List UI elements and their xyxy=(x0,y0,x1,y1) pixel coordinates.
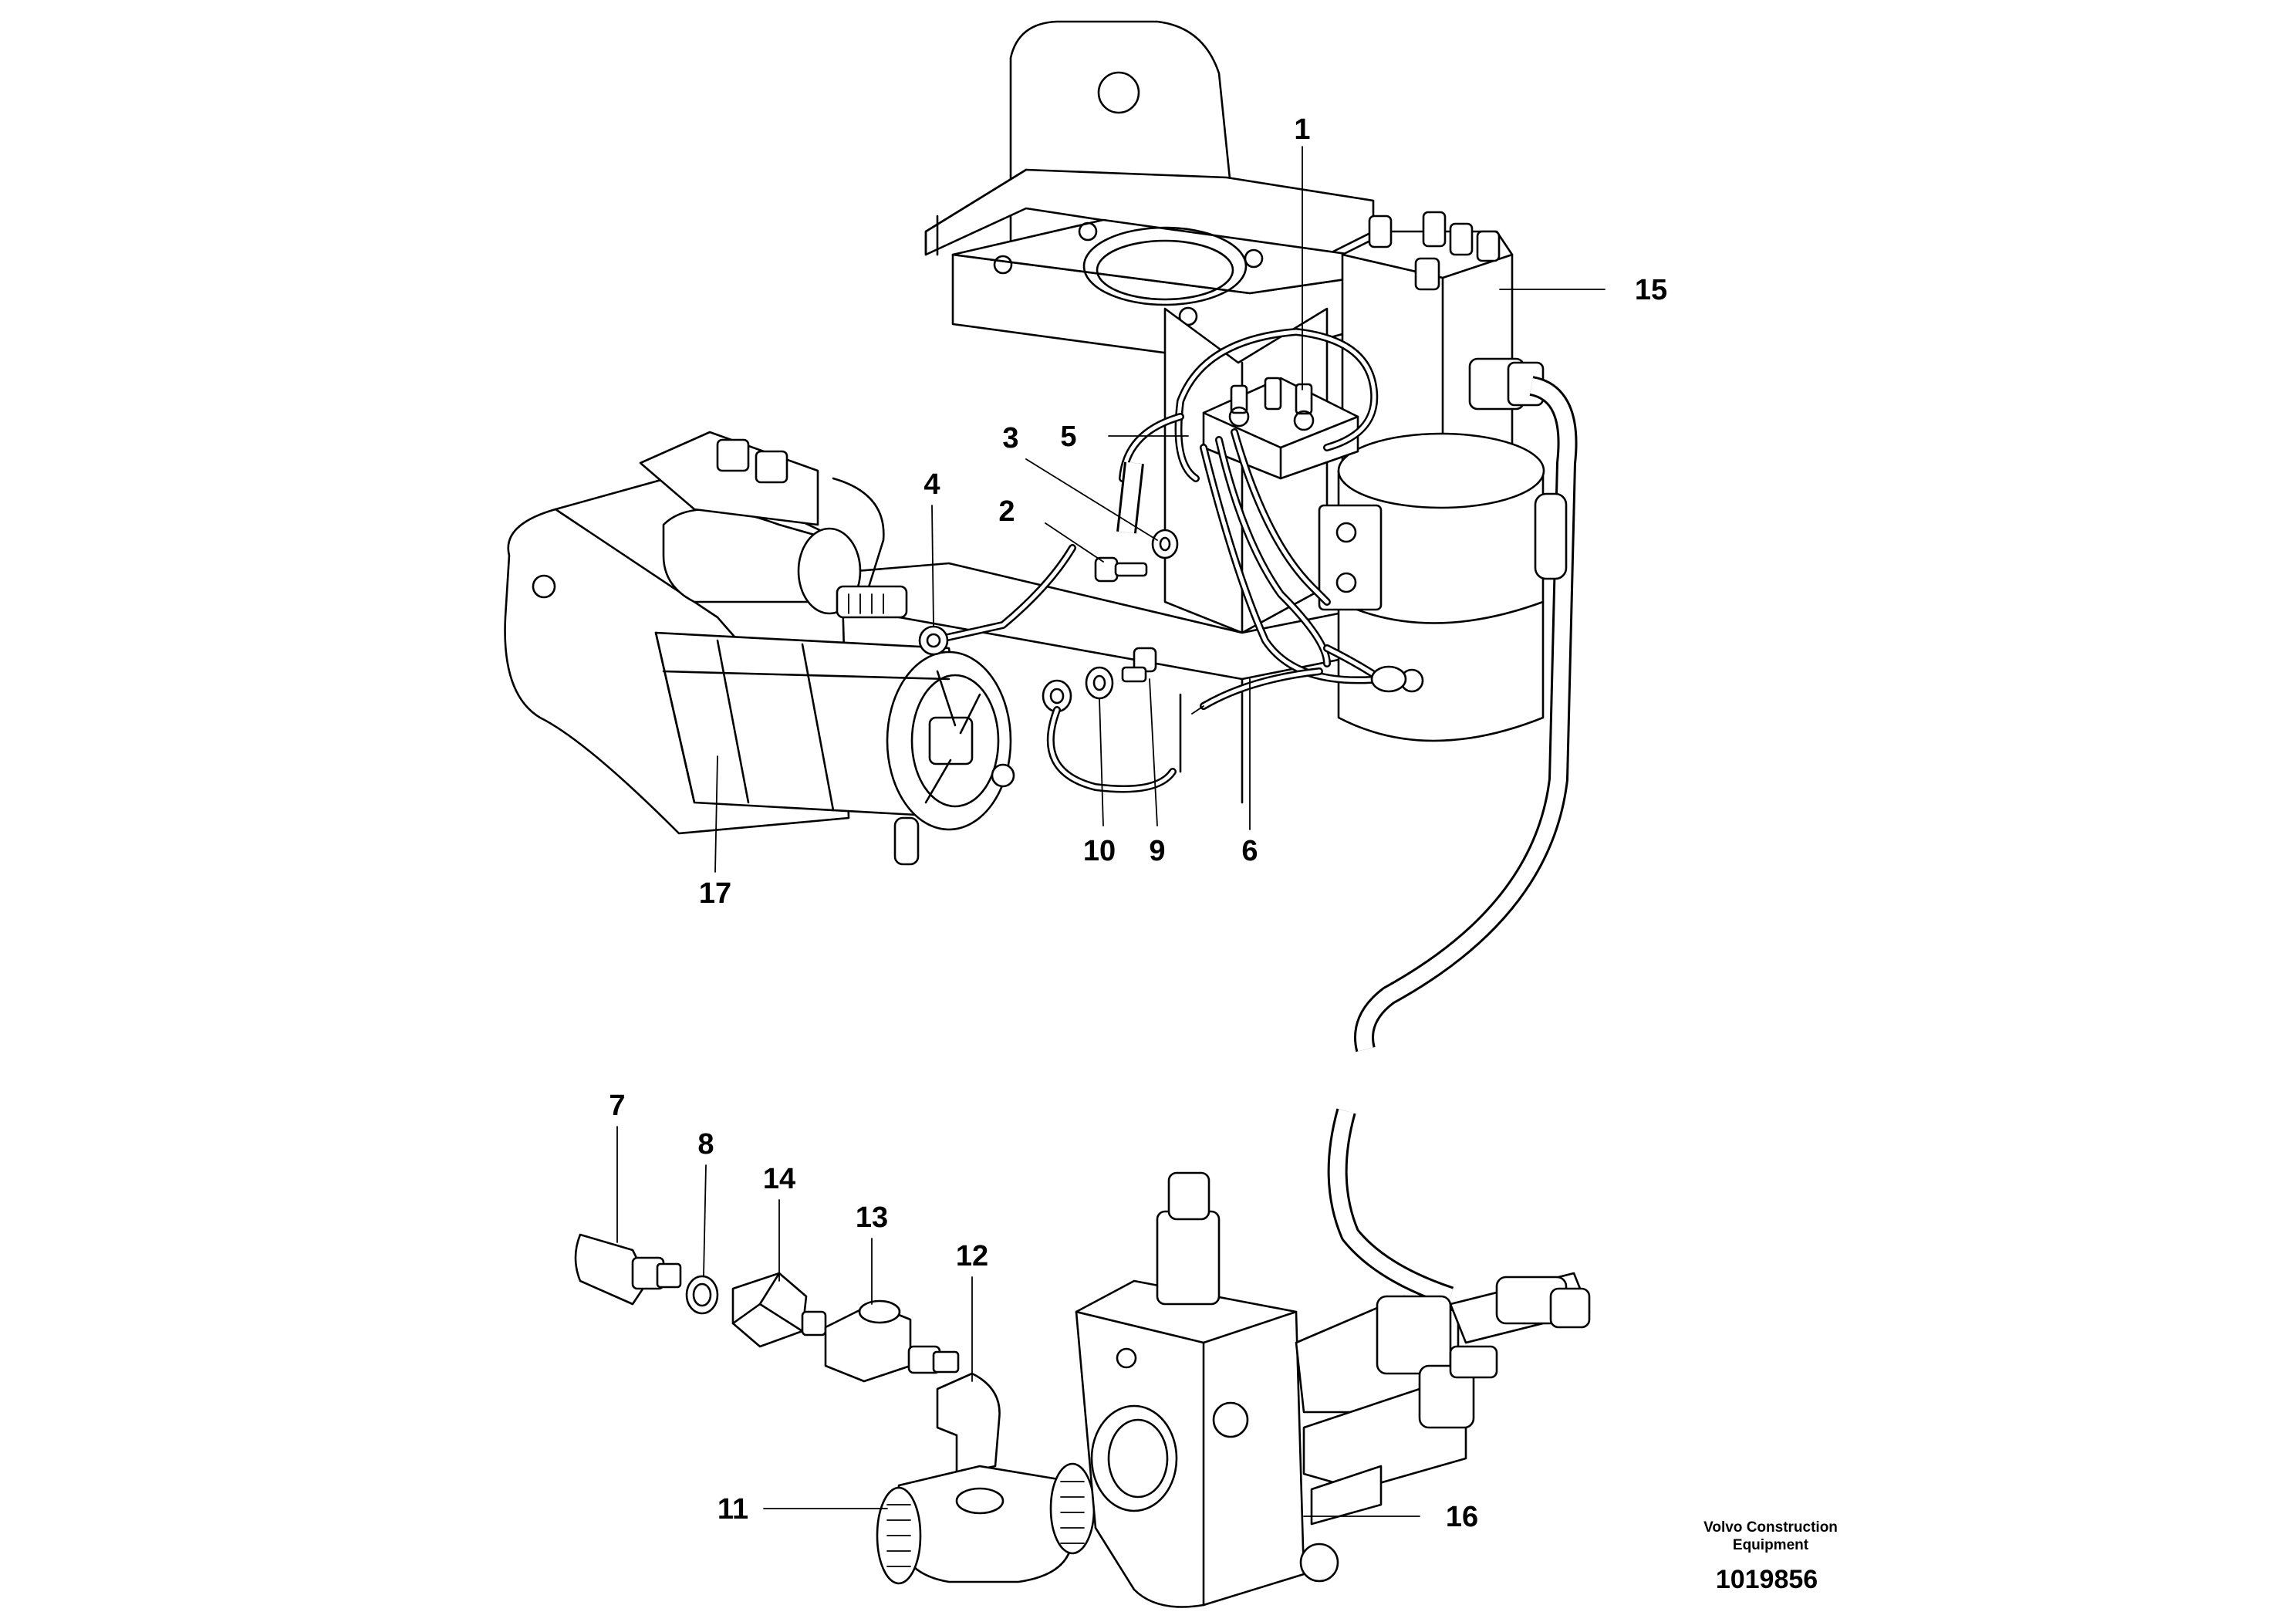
callout-3: 3 xyxy=(1002,422,1018,454)
valve-block xyxy=(1075,1171,1591,1608)
callout-8: 8 xyxy=(697,1128,714,1161)
callout-15: 15 xyxy=(1635,274,1667,306)
small-fasteners xyxy=(918,461,1179,793)
wiring-harness xyxy=(1119,328,1407,715)
callout-10: 10 xyxy=(1083,835,1116,867)
callout-16: 16 xyxy=(1446,1501,1478,1533)
callout-17: 17 xyxy=(699,877,731,910)
callout-9: 9 xyxy=(1149,835,1165,867)
brand-line-1: Volvo Construction xyxy=(1703,1519,1838,1536)
brand-block: Volvo Construction Equipment 1019856 xyxy=(1703,1519,1838,1594)
callout-6: 6 xyxy=(1241,835,1258,867)
starter-motor xyxy=(504,431,1015,866)
callout-1: 1 xyxy=(1294,113,1310,146)
leader-lines xyxy=(616,146,1606,1517)
fittings-assembly xyxy=(574,1233,1096,1585)
callout-14: 14 xyxy=(763,1163,795,1195)
fuel-hose xyxy=(1327,376,1578,1306)
callout-7: 7 xyxy=(609,1090,625,1122)
callout-labels: 1 2 3 4 5 6 7 8 9 10 11 12 13 14 15 16 1… xyxy=(609,113,1667,1533)
brand-line-2: Equipment xyxy=(1733,1537,1809,1553)
callout-11: 11 xyxy=(718,1493,748,1526)
callout-2: 2 xyxy=(998,495,1015,528)
callout-12: 12 xyxy=(956,1240,988,1272)
callout-4: 4 xyxy=(923,468,940,501)
drawing-number: 1019856 xyxy=(1716,1565,1818,1594)
callout-13: 13 xyxy=(856,1201,888,1234)
callout-5: 5 xyxy=(1060,421,1076,453)
